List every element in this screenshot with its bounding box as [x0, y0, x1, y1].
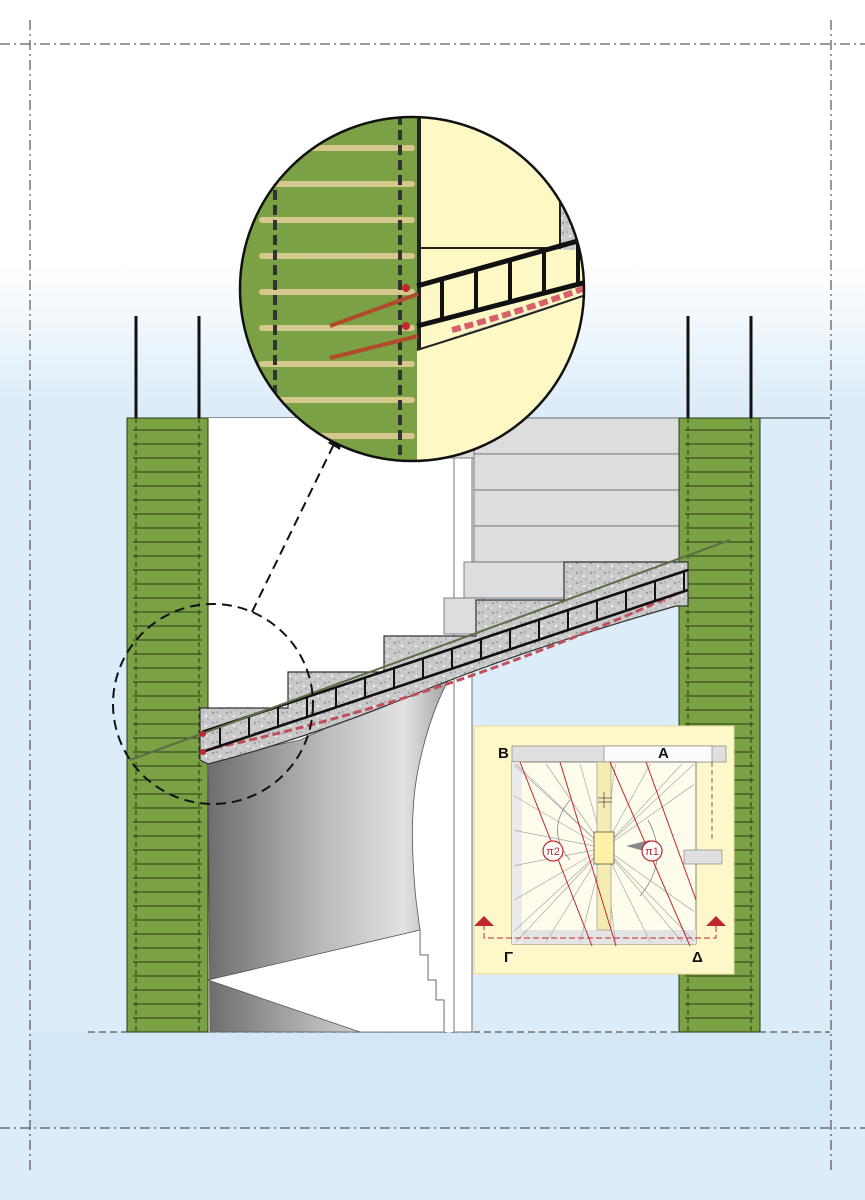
stair-slab	[199, 561, 689, 765]
marker-pi2-label: π2	[546, 846, 560, 858]
left-column	[126, 417, 209, 1033]
marker-pi2: π2	[542, 840, 564, 862]
anchor-bar	[129, 539, 731, 761]
winder-step-line	[515, 847, 605, 943]
winder-step-line	[603, 784, 695, 849]
winder-step-line	[603, 847, 695, 942]
anchor-dot	[200, 749, 206, 755]
inner-wall-edge	[453, 417, 473, 1033]
marker-pi1-label: π1	[645, 846, 659, 858]
corner-label-delta: Δ	[692, 949, 703, 966]
marker-pi1: π1	[641, 840, 663, 862]
detail-marker-circle	[112, 603, 314, 805]
ground-band	[30, 1032, 830, 1128]
winder-step-line	[603, 763, 683, 849]
plan-inset: π2 π1 B A Γ Δ	[473, 725, 735, 975]
winder-step-line	[513, 795, 605, 849]
winder-step-line	[603, 847, 695, 912]
corner-label-gamma: Γ	[504, 949, 513, 966]
stair-tendons	[213, 592, 677, 750]
column-starter-bars	[134, 316, 753, 418]
winder-step-line	[513, 847, 605, 932]
winder-step-line	[603, 763, 695, 849]
zoom-detail	[238, 115, 586, 463]
winder-step-line	[603, 847, 683, 943]
back-flight-stairs	[443, 417, 680, 635]
soffit-lower-curve	[206, 929, 445, 1033]
corner-label-b: B	[498, 745, 509, 762]
sheet-border	[0, 20, 865, 1170]
corner-label-a: A	[658, 745, 669, 762]
anchor-dot	[200, 731, 206, 737]
stair-rebar-cage	[201, 568, 689, 754]
winder-step-line	[515, 763, 605, 849]
